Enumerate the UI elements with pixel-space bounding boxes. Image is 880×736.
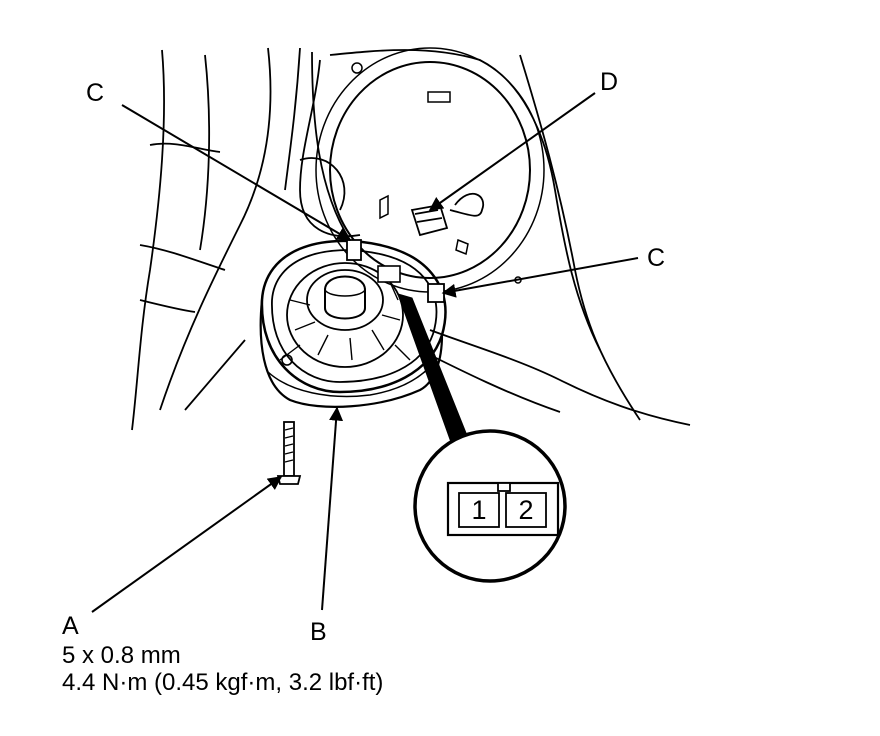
leader-a xyxy=(91,476,283,613)
callout-a: A xyxy=(62,612,79,640)
connector-detail-view xyxy=(413,429,567,583)
leader-lines xyxy=(91,92,639,613)
connector-key xyxy=(497,482,511,492)
leader-b xyxy=(321,406,344,611)
door-panel-outline xyxy=(131,47,691,431)
callout-d: D xyxy=(600,68,619,96)
bolt-size-spec: 5 x 0.8 mm xyxy=(62,642,181,669)
leader-c-left xyxy=(121,104,352,241)
pin-label-1: 1 xyxy=(471,495,487,525)
callout-b: B xyxy=(310,618,327,646)
leader-d xyxy=(428,92,596,211)
mounting-bolt xyxy=(276,421,302,485)
harness-connector-d xyxy=(299,59,485,238)
speaker-assembly xyxy=(259,239,447,408)
callout-c-right: C xyxy=(647,244,666,272)
pin-cell-1 xyxy=(458,492,500,528)
leader-c-right xyxy=(441,257,639,298)
callout-c-left: C xyxy=(86,79,105,107)
bolt-torque-spec: 4.4 N·m (0.45 kgf·m, 3.2 lbf·ft) xyxy=(62,669,384,696)
pin-label-2: 2 xyxy=(518,495,534,525)
pin-cell-2 xyxy=(505,492,547,528)
